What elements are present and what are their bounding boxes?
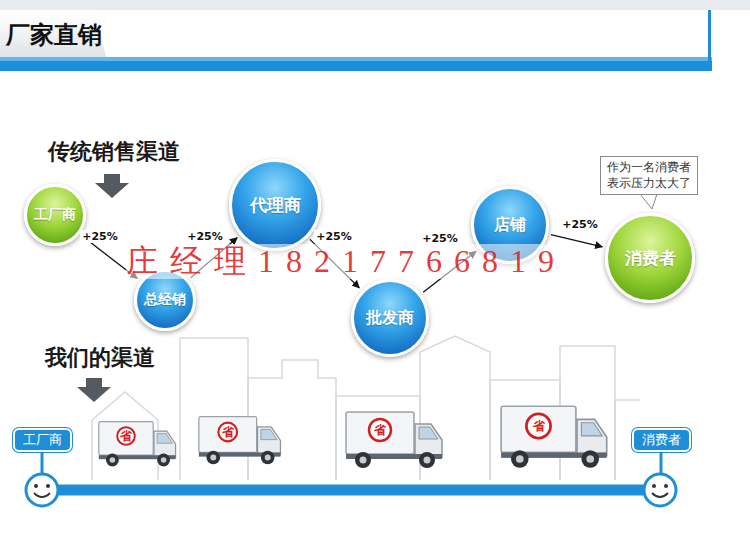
node-text: 工厂商	[34, 206, 76, 224]
smiley	[26, 474, 58, 506]
truck	[346, 412, 442, 468]
node-text: 总经销	[144, 291, 186, 309]
node-text: 批发商	[366, 308, 414, 329]
truck	[501, 406, 607, 468]
watermark: 庄经理18217766819	[126, 244, 566, 279]
art-part	[26, 474, 58, 506]
title-bar-edge	[708, 10, 711, 71]
edge-label: +25%	[185, 230, 225, 243]
channel-pill: 消费者	[632, 428, 691, 452]
art-part	[248, 360, 336, 480]
section-heading: 传统销售渠道	[48, 137, 180, 167]
node-text: 作为一名消费者 表示压力太大了	[606, 160, 692, 191]
channel-circle: 消费者	[605, 213, 695, 303]
smiley	[644, 474, 676, 506]
edge-label: +25%	[420, 232, 460, 245]
building-outlines	[92, 336, 640, 480]
top-band	[0, 0, 750, 10]
edge-label: +25%	[80, 230, 120, 243]
truck	[199, 417, 281, 465]
section-heading: 我们的渠道	[45, 343, 155, 373]
node-text: 代理商	[250, 194, 301, 217]
channel-circle: 工厂商	[24, 184, 86, 246]
art-part	[652, 484, 656, 488]
art-part	[664, 484, 668, 488]
truck-logo: 省	[120, 430, 132, 442]
title-bar	[0, 57, 712, 71]
art-part	[644, 474, 676, 506]
art-part	[46, 484, 50, 488]
truck-logo: 省	[533, 420, 545, 432]
art-part	[652, 493, 668, 497]
truck-logo: 省	[374, 424, 386, 436]
bubble-tail	[640, 194, 657, 209]
truck	[99, 422, 176, 467]
node-text: 消费者	[642, 432, 681, 448]
title-tab	[0, 14, 106, 57]
node-text: 工厂商	[23, 432, 62, 448]
down-arrow	[95, 174, 129, 198]
speech-bubble: 作为一名消费者 表示压力太大了	[600, 156, 698, 195]
truck-logo: 省	[222, 426, 234, 438]
art-part	[34, 493, 50, 497]
channel-pill: 工厂商	[13, 428, 72, 452]
channel-circle: 代理商	[229, 159, 321, 251]
node-text: 店铺	[494, 215, 526, 236]
bar-line	[42, 485, 661, 496]
channel-circle: 批发商	[351, 279, 429, 357]
art-part	[34, 484, 38, 488]
node-text: 消费者	[625, 247, 676, 270]
down-arrow	[77, 378, 111, 402]
edge-label: +25%	[314, 230, 354, 243]
page-title: 厂家直销	[6, 19, 102, 51]
title-bar-shine	[0, 57, 712, 61]
edge-label: +25%	[560, 218, 600, 231]
